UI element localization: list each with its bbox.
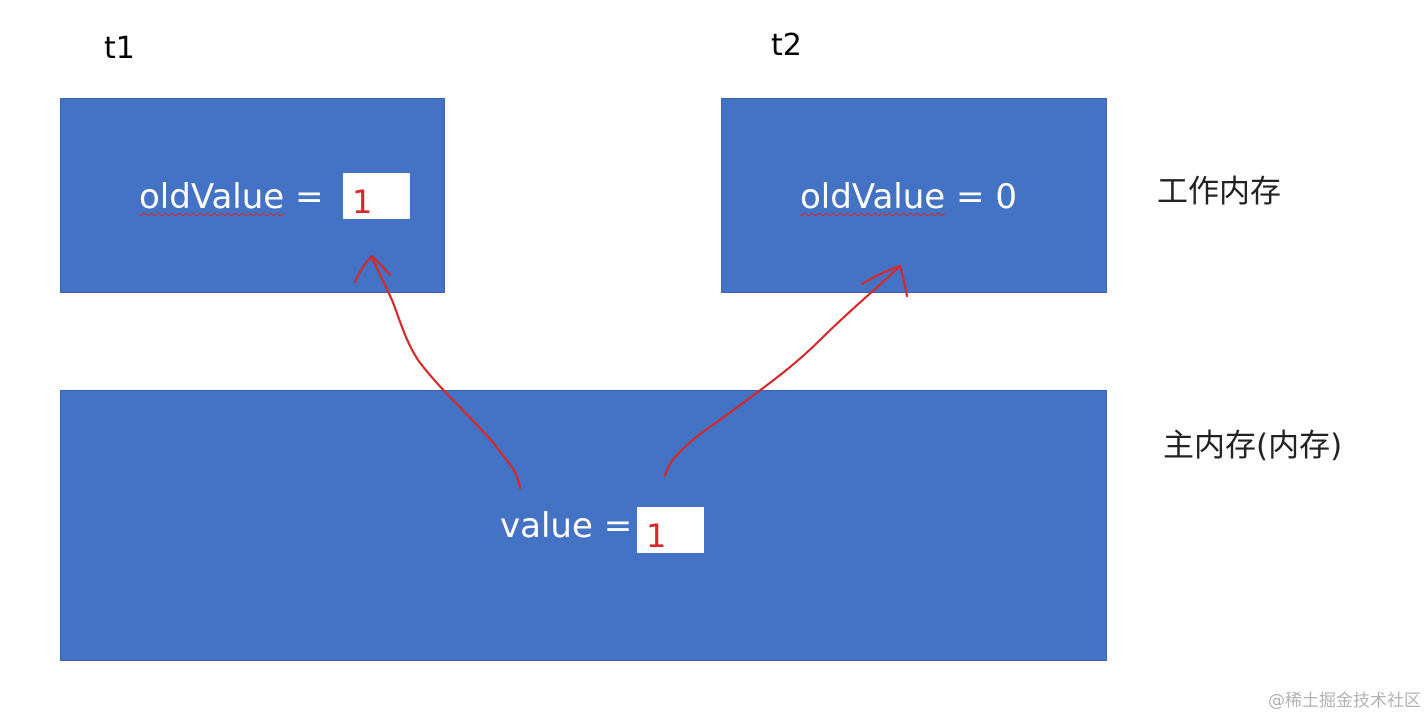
main-equals: = [603, 506, 633, 546]
t2-value: 0 [995, 177, 1017, 217]
main-memory-label: 主内存(内存) [1163, 428, 1343, 464]
t1-working-memory-box: oldValue = 1 [60, 98, 445, 293]
main-value-slot: 1 [637, 507, 704, 553]
working-memory-label: 工作内存 [1157, 174, 1281, 210]
main-var-name: value [500, 506, 593, 546]
t1-equals: = [295, 177, 324, 217]
main-value: 1 [646, 517, 667, 555]
t2-working-memory-box: oldValue = 0 [721, 98, 1107, 293]
t2-old-value-text: oldValue = 0 [800, 180, 1017, 214]
main-memory-box: value = 1 [60, 390, 1107, 661]
t1-value-slot: 1 [343, 173, 410, 219]
t1-old-value-text: oldValue = [139, 180, 324, 214]
main-value-text: value = [500, 509, 632, 543]
t2-var-name: oldValue [800, 177, 946, 217]
t1-var-name: oldValue [139, 177, 285, 217]
thread-t2-label: t2 [771, 28, 802, 63]
t1-value: 1 [352, 183, 373, 221]
watermark: @稀土掘金技术社区 [1268, 691, 1421, 711]
t2-equals: = [956, 177, 985, 217]
thread-t1-label: t1 [104, 31, 135, 66]
